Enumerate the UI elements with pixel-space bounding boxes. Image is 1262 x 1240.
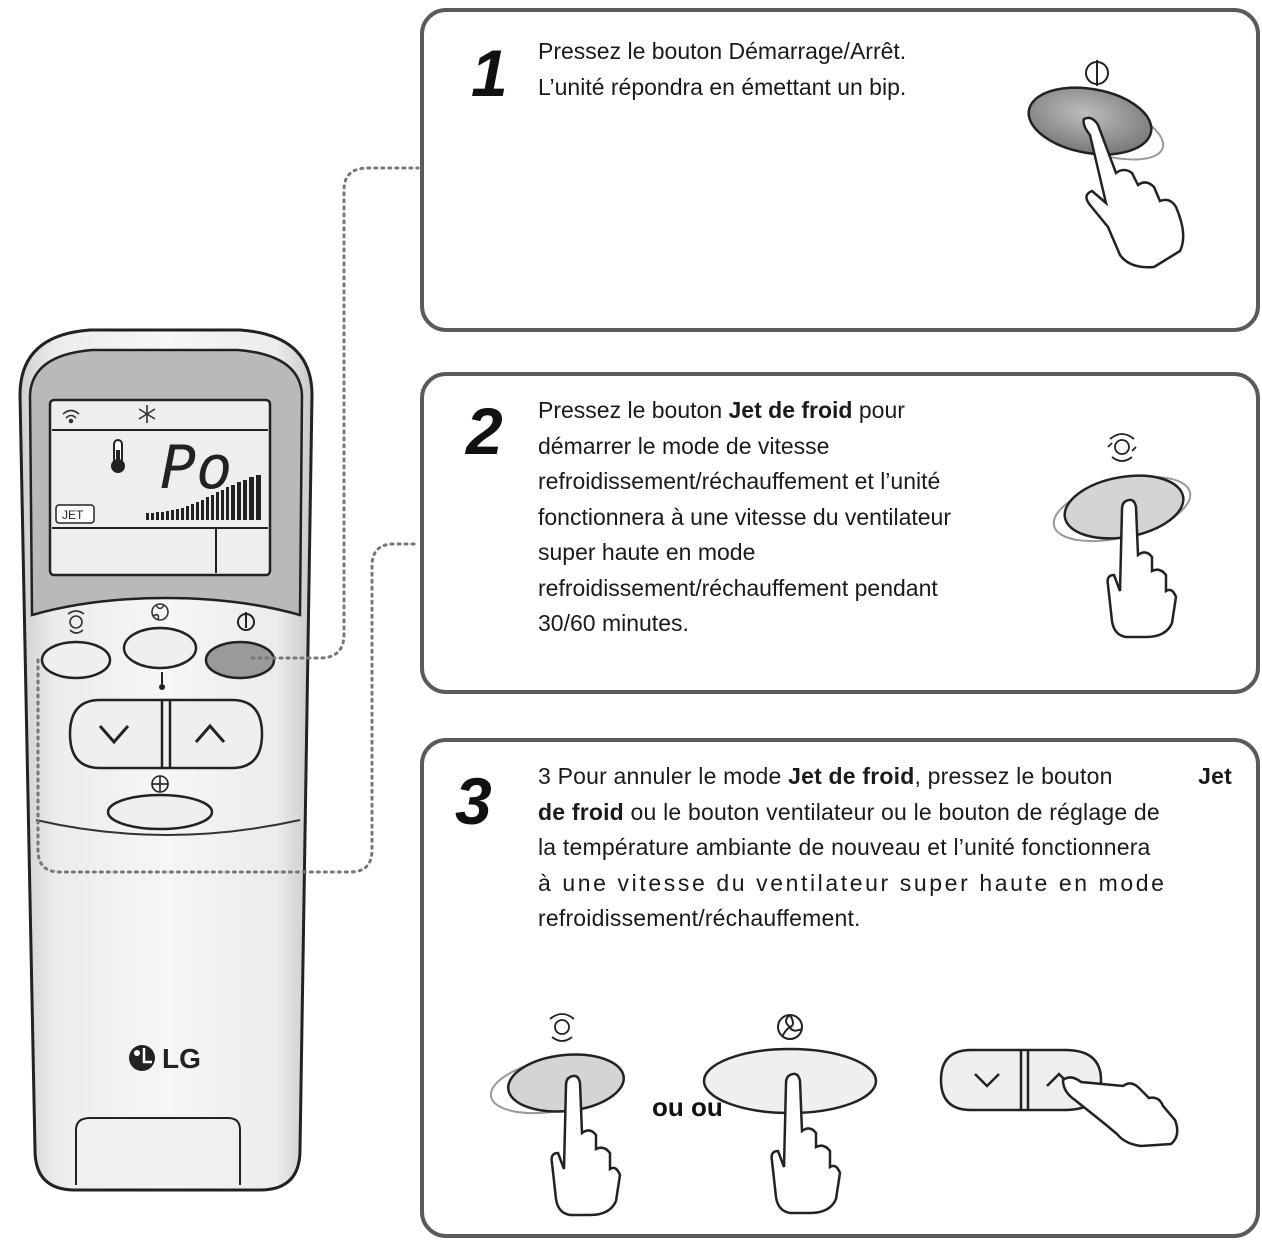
- lg-logo-icon: [129, 1045, 155, 1071]
- step-3-line-5: refroidissement/réchauffement.: [538, 905, 861, 931]
- step-2-line-4: fonctionnera à une vitesse du ventilateu…: [538, 503, 951, 530]
- step-2-text: Pressez le bouton Jet de froid pour déma…: [538, 393, 951, 642]
- jet-badge-box: [55, 504, 95, 524]
- step-3-line-4: à une vitesse du ventilateur super haute…: [538, 869, 1167, 896]
- step-1-line-1: Pressez le bouton Démarrage/Arrêt.: [538, 38, 907, 64]
- step-3-button-illustrations: [490, 1013, 878, 1217]
- step-2-jet-illustration: [1052, 433, 1192, 639]
- temp-down-icon: [974, 1073, 1000, 1088]
- step-1-number: 1: [471, 36, 508, 110]
- pressing-hand-icon: [1106, 498, 1178, 639]
- lcd-mode-text: Po: [160, 433, 232, 503]
- fan-icon-remote: [151, 603, 169, 621]
- fan-icon: [777, 1014, 803, 1040]
- step-2-number: 2: [466, 394, 503, 468]
- snowflake-icon: [138, 405, 156, 423]
- temp-down-icon-remote: [98, 725, 130, 745]
- fan-icon-bottom: [151, 775, 169, 793]
- step-3-line-1: 3 Pour annuler le mode Jet de froid, pre…: [538, 763, 1232, 789]
- step-3-line-3: la température ambiante de nouveau et l’…: [538, 834, 1151, 860]
- jet-cool-icon: [549, 1013, 575, 1042]
- step-2-line-3: refroidissement/réchauffement et l’unité: [538, 468, 941, 494]
- jet-cool-icon: [1107, 433, 1137, 462]
- step-3-temp-illustration: [939, 1048, 1179, 1148]
- step-1-text: Pressez le bouton Démarrage/Arrêt. L’uni…: [538, 34, 906, 105]
- fan-speed-button-remote: [106, 793, 214, 831]
- step-2-line-5: super haute en mode: [538, 539, 756, 565]
- pressing-hand-icon: [1082, 116, 1185, 269]
- dotted-connectors: [36, 166, 420, 874]
- jet-cool-icon-remote: [67, 610, 85, 634]
- step-2-line-2: démarrer le mode de vitesse: [538, 432, 830, 459]
- step-2-line-6: refroidissement/réchauffement pendant: [538, 574, 938, 601]
- signal-icon: [62, 409, 80, 424]
- temp-button-group: [68, 698, 264, 770]
- power-icon-remote: [237, 612, 255, 631]
- or-label: ou ou: [652, 1092, 723, 1122]
- battery-cover: [75, 1117, 241, 1185]
- pressing-hand-icon: [1061, 1076, 1179, 1148]
- step-1-line-2: L’unité répondra en émettant un bip.: [538, 73, 907, 100]
- thermometer-small-icon: [159, 672, 165, 690]
- step-2-line-1: Pressez le bouton Jet de froid pour: [538, 397, 905, 423]
- brand-logo-text: LG: [162, 1043, 201, 1074]
- temp-up-icon-remote: [194, 723, 226, 743]
- jet-badge: JET: [62, 508, 84, 522]
- power-icon: [1085, 60, 1109, 86]
- pressing-hand-icon: [550, 1074, 622, 1217]
- step-2-line-7: 30/60 minutes.: [538, 610, 689, 636]
- step-3-line-2: de froid ou le bouton ventilateur ou le …: [538, 798, 1160, 825]
- step-3-text: 3 Pour annuler le mode Jet de froid, pre…: [538, 759, 1232, 937]
- step-3-panel: [420, 738, 1260, 1238]
- thermometer-icon: [111, 439, 125, 473]
- power-button-remote: [204, 640, 276, 680]
- pressing-hand-icon: [770, 1072, 842, 1215]
- fan-button-remote: [122, 626, 198, 670]
- step-3-number: 3: [455, 764, 492, 838]
- step-1-power-illustration: [1027, 60, 1185, 269]
- jet-cool-button-remote: [40, 640, 112, 680]
- fan-speed-bars: [146, 475, 261, 520]
